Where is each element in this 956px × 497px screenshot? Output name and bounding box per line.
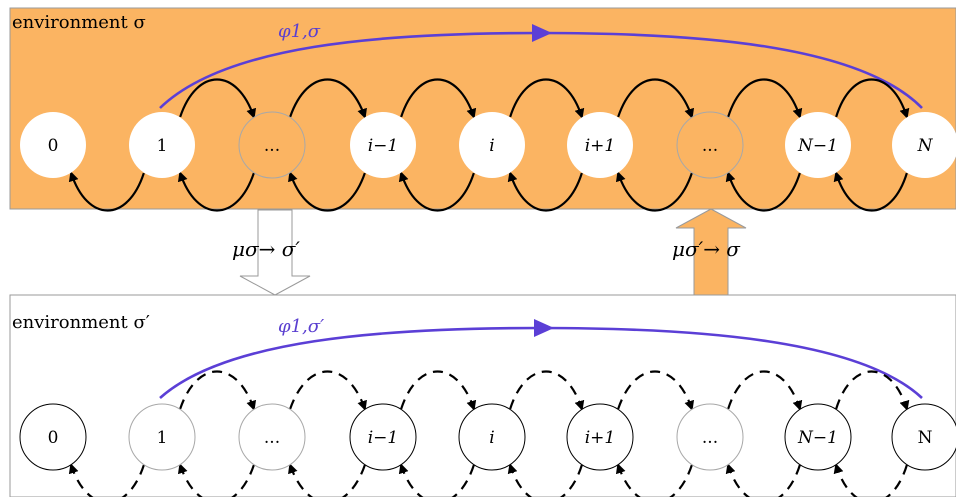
top-backward-arc [398,171,475,212]
bottom-backward-arc [725,463,801,497]
transition-up-label: μσ′→ σ [672,237,741,261]
svg-text:i+1: i+1 [585,428,616,448]
environment-sigma-prime-label: environment σ′ [12,312,150,333]
bottom-node-0: 0 [19,403,87,471]
environment-sigma-label: environment σ [12,12,146,33]
top-node-ellipsis-left: ... [238,111,306,179]
top-node-0: 0 [20,112,86,178]
svg-text:...: ... [702,428,718,448]
svg-text:N: N [918,428,933,448]
bottom-node-i: i [458,403,526,471]
bottom-forward-arc [835,370,910,411]
phi-sigma-arrowhead [532,24,552,42]
top-node-i-plus-1: i+1 [567,112,633,178]
top-node-ellipsis-right: ... [676,111,744,179]
bottom-node-i-plus-1: i+1 [566,403,634,471]
svg-text:i: i [489,136,494,156]
bottom-forward-arc [400,370,477,411]
svg-text:N: N [917,136,934,156]
top-backward-arc [288,171,366,212]
top-forward-arc [835,78,910,119]
top-forward-arc [509,78,585,119]
bottom-forward-arc [509,370,585,411]
top-backward-arc [177,171,255,212]
phi-sigma-prime-arrowhead [534,319,554,337]
svg-text:i−1: i−1 [368,136,399,156]
phi-sigma-label: φ1,σ [278,21,321,42]
svg-text:0: 0 [48,428,59,448]
environment-sigma-box [9,7,956,210]
svg-text:i−1: i−1 [368,428,399,448]
svg-text:N−1: N−1 [797,136,838,156]
svg-text:...: ... [702,136,718,156]
top-forward-arc [617,78,695,119]
transition-up-arrow [675,208,747,296]
svg-text:1: 1 [157,428,168,448]
bottom-backward-arc [507,463,583,497]
top-backward-arc [507,171,583,212]
phi-sigma-prime-label: φ1,σ′ [278,316,324,337]
bottom-forward-arc [289,370,367,411]
top-backward-arc [68,171,145,212]
top-backward-arc [615,171,693,212]
bottom-node-n: N [891,403,956,471]
svg-text:i+1: i+1 [585,136,616,156]
transition-down-arrow [239,209,311,296]
top-backward-arc [725,171,801,212]
bottom-node-n-minus-1: N−1 [784,403,852,471]
top-node-n: N [892,112,956,178]
bottom-forward-arc [179,370,257,411]
top-node-1: 1 [129,112,195,178]
svg-text:i: i [489,428,494,448]
top-node-n-minus-1: N−1 [785,112,851,178]
bottom-node-1: 1 [128,403,196,471]
bottom-node-ellipsis-right: ... [676,403,744,471]
bottom-backward-arc [68,463,145,497]
top-forward-arc [727,78,803,119]
bottom-node-i-minus-1: i−1 [349,403,417,471]
top-forward-arc [179,78,257,119]
bottom-forward-arc [727,370,803,411]
top-node-i: i [459,112,525,178]
svg-text:0: 0 [48,136,59,156]
svg-text:...: ... [264,428,280,448]
svg-text:N−1: N−1 [797,428,838,448]
bottom-node-ellipsis-left: ... [238,403,306,471]
bottom-forward-arc [617,370,695,411]
bottom-backward-arc [833,463,908,497]
transition-down-label: μσ→ σ′ [232,237,300,261]
svg-text:1: 1 [157,136,168,156]
top-node-i-minus-1: i−1 [350,112,416,178]
top-forward-arc [289,78,367,119]
top-forward-arc [400,78,477,119]
svg-text:...: ... [264,136,280,156]
bottom-backward-arc [398,463,475,497]
top-backward-arc [833,171,908,212]
